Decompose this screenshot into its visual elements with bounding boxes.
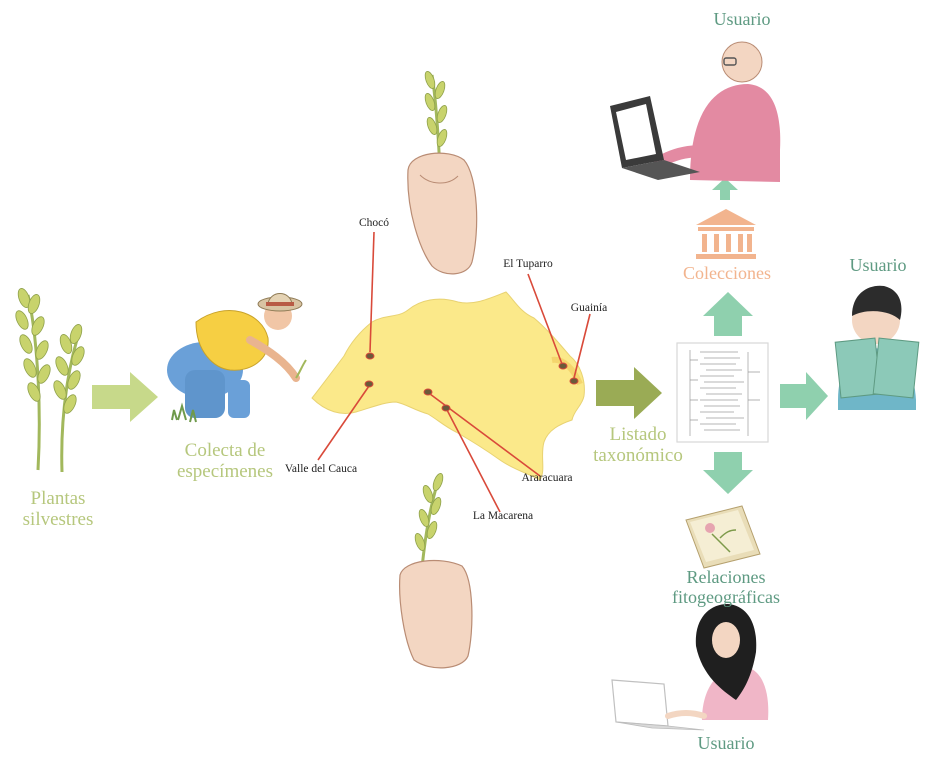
place-guainia: Guainía: [570, 302, 608, 314]
arrow-to-reader: [780, 372, 828, 420]
hand-with-specimen-bottom: [399, 473, 473, 669]
colombia-map: [311, 291, 585, 481]
taxonomic-list-document: [676, 342, 769, 443]
user-reading-right: [834, 285, 920, 410]
pin-lines: [317, 231, 591, 513]
museum-icon: [696, 209, 756, 259]
herbarium-sheet: [685, 505, 761, 569]
label-wild-plants: Plantas silvestres: [22, 488, 94, 531]
arrow-to-taxonomic-list: [596, 367, 662, 419]
hand-with-specimen-top: [407, 71, 478, 275]
arrow-to-phytogeographic: [703, 452, 753, 494]
label-user-top: Usuario: [713, 9, 771, 29]
arrow-to-collection: [92, 372, 158, 422]
arrow-to-collections: [703, 292, 753, 336]
user-laptop-bottom: [611, 604, 769, 731]
place-araracuara: Araracuara: [521, 472, 573, 484]
wild-plants-illustration: [15, 288, 85, 473]
place-el-tuparro: El Tuparro: [503, 258, 553, 270]
label-user-bottom: Usuario: [697, 733, 755, 753]
label-phytogeographic-relations: Relaciones fitogeográficas: [672, 567, 780, 608]
arrow-to-top-user: [712, 178, 738, 200]
pin-markers: [364, 352, 579, 412]
place-choco: Chocó: [358, 217, 390, 229]
user-laptop-top: [610, 41, 781, 182]
place-valle-del-cauca: Valle del Cauca: [284, 463, 358, 475]
place-la-macarena: La Macarena: [472, 510, 534, 522]
label-taxonomic-list: Listado taxonómico: [593, 424, 683, 467]
label-collections: Colecciones: [683, 263, 771, 283]
collector-illustration: [167, 293, 307, 423]
label-specimen-collection: Colecta de especímenes: [176, 440, 273, 483]
label-user-right: Usuario: [849, 255, 907, 275]
